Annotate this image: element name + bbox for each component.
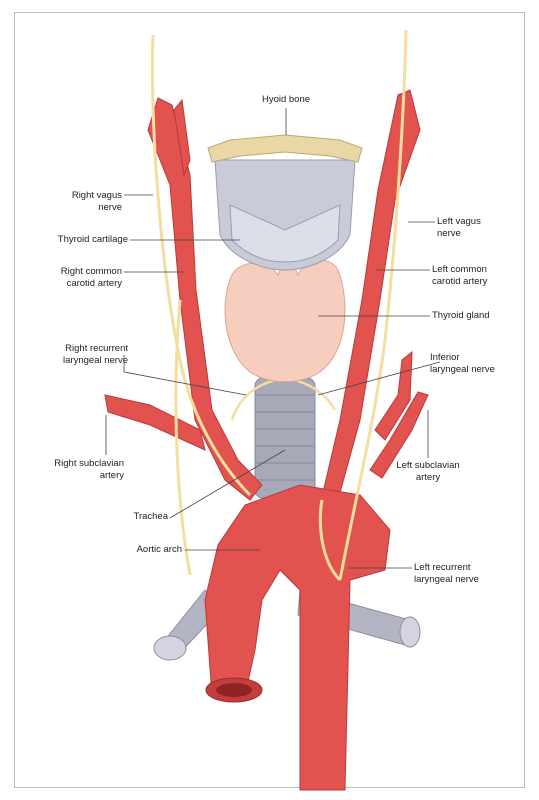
label-right-vagus-nerve: Right vagus nerve <box>30 190 122 214</box>
label-right-subclavian-artery: Right subclavian artery <box>20 458 124 482</box>
aortic-arch <box>205 485 390 790</box>
label-left-vagus-nerve: Left vagus nerve <box>437 216 517 240</box>
label-thyroid-cartilage: Thyroid cartilage <box>20 234 128 246</box>
label-left-subclavian-artery: Left subclavian artery <box>378 460 478 484</box>
label-left-common-carotid-artery: Left common carotid artery <box>432 264 522 288</box>
label-right-common-carotid-artery: Right common carotid artery <box>20 266 122 290</box>
label-aortic-arch: Aortic arch <box>100 544 182 556</box>
label-thyroid-gland: Thyroid gland <box>432 310 522 322</box>
label-left-recurrent-laryngeal-nerve: Left recurrent laryngeal nerve <box>414 562 514 586</box>
hyoid-bone <box>208 135 362 162</box>
label-inferior-laryngeal-nerve: Inferior laryngeal nerve <box>430 352 520 376</box>
label-trachea: Trachea <box>100 511 168 523</box>
thyroid-cartilage <box>215 160 355 270</box>
label-right-recurrent-laryngeal-nerve: Right recurrent laryngeal nerve <box>20 343 128 367</box>
trachea <box>255 378 315 498</box>
label-hyoid-bone: Hyoid bone <box>245 94 327 106</box>
trachea-bronchi <box>154 590 420 660</box>
